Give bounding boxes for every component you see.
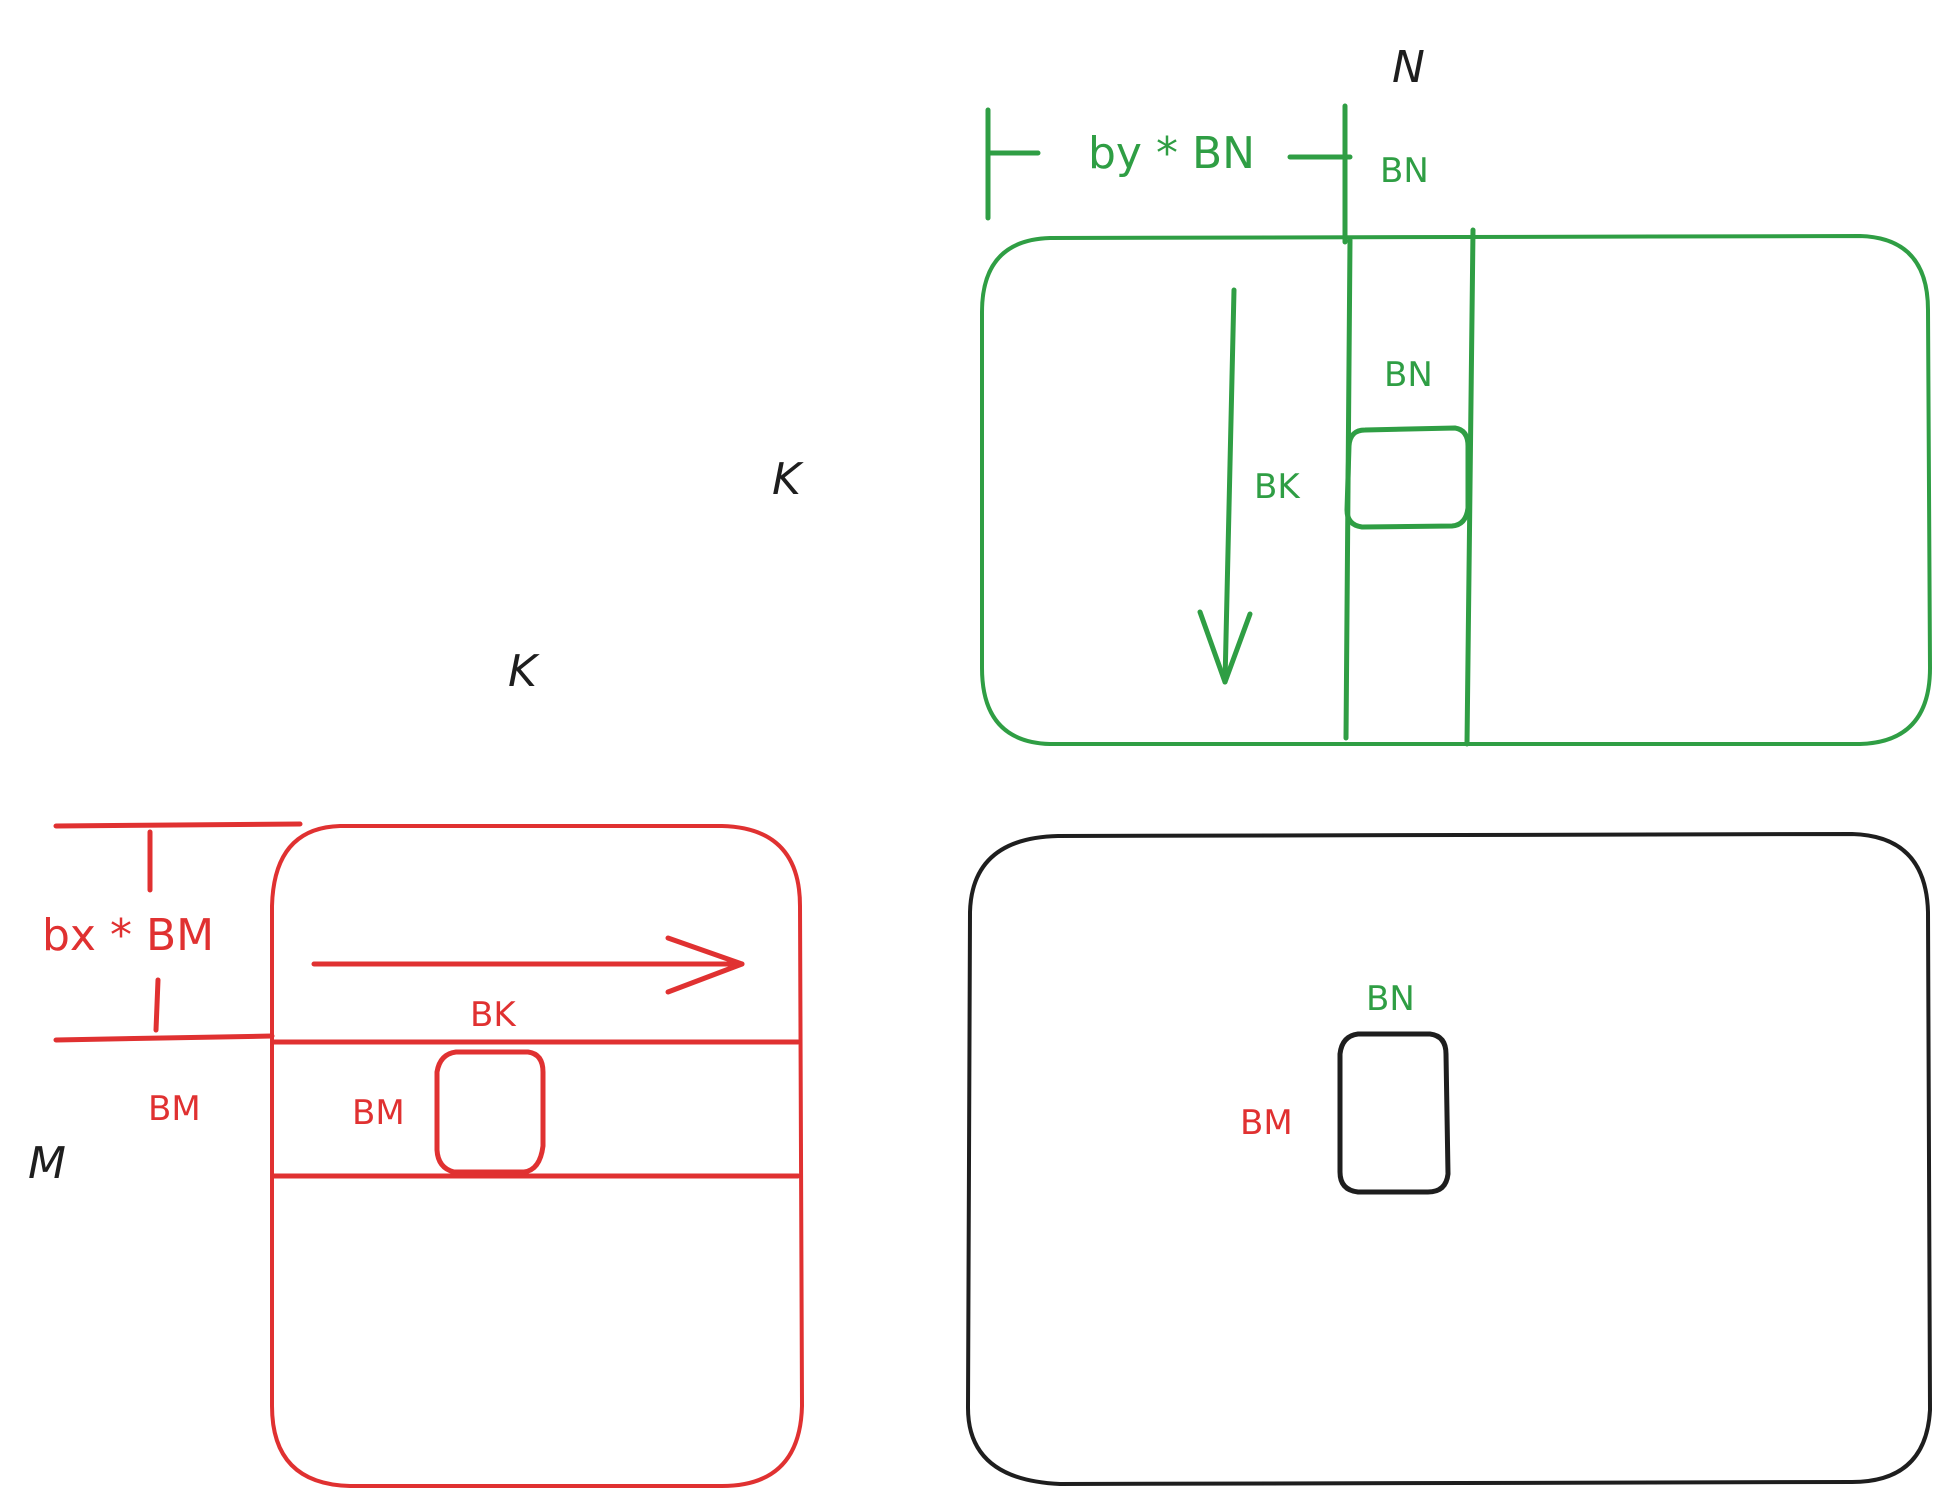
matrix-a-tile bbox=[434, 1049, 546, 1175]
matrix-a-tile-width-label: BK bbox=[470, 995, 517, 1035]
n-dimension-label: N bbox=[1392, 42, 1425, 93]
matrix-c-outline bbox=[966, 832, 1932, 1486]
m-dimension-label: M bbox=[28, 1138, 66, 1189]
k-dimension-label-a: K bbox=[508, 646, 540, 697]
matrix-b-column-width-label: BN bbox=[1380, 151, 1429, 191]
matrix-b: by * BN BN BN BK bbox=[980, 103, 1932, 747]
matrix-a-k-arrow-head bbox=[665, 935, 745, 995]
matrix-b-tile-width-label: BN bbox=[1384, 355, 1433, 395]
matrix-a-offset-label: bx * BM bbox=[42, 910, 214, 961]
matrix-b-k-arrow-shaft bbox=[1222, 287, 1237, 685]
matrix-b-tile-height-label: BK bbox=[1254, 467, 1301, 507]
matrix-b-outline bbox=[980, 234, 1932, 746]
matrix-b-offset-label: by * BN bbox=[1088, 128, 1255, 179]
matrix-a-offset-bottom-bar bbox=[53, 1033, 275, 1043]
matrix-a-offset-bottom-tick bbox=[153, 977, 161, 1033]
matrix-c: BN BM bbox=[966, 832, 1932, 1486]
matrix-b-tile bbox=[1344, 425, 1471, 530]
matrix-a-tile-height-label: BM bbox=[352, 1093, 405, 1133]
matrix-a-outline bbox=[270, 824, 804, 1488]
matrix-c-tile-height-label: BM bbox=[1240, 1103, 1293, 1143]
matrix-b-k-arrow-head bbox=[1197, 609, 1253, 685]
matrix-a: bx * BM BM BK BM bbox=[42, 821, 804, 1488]
matrix-c-tile-width-label: BN bbox=[1366, 979, 1415, 1019]
matrix-c-tile bbox=[1337, 1031, 1451, 1195]
matrix-a-row-height-label: BM bbox=[148, 1089, 201, 1129]
matrix-a-offset-top-bar bbox=[53, 821, 303, 829]
k-dimension-label-b: K bbox=[772, 454, 804, 505]
